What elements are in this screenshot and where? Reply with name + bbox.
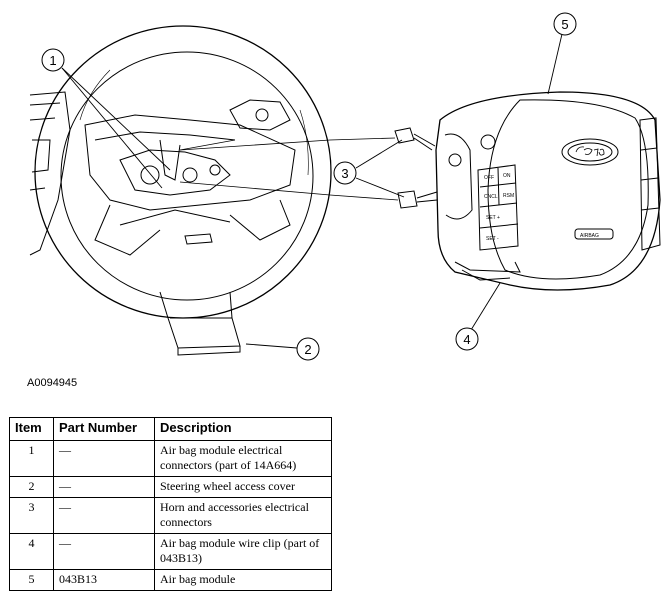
ford-logo [575,146,605,157]
cell-item: 5 [9,569,54,591]
callout-5: 5 [561,17,568,32]
parts-table: Item Part Number Description 1 — Air bag… [9,417,332,591]
exploded-view-diagram: OFF ON CNCL RSM SET + SET - AIRBAG 1 2 3… [29,12,661,361]
cell-item: 1 [9,440,54,477]
table-header-row: Item Part Number Description [9,417,332,441]
connector-lower [397,190,438,209]
button-label-off: OFF [484,175,494,181]
table-row: 3 — Horn and accessories electrical conn… [9,497,332,534]
cell-part-number: 043B13 [53,569,155,591]
cell-part-number: — [53,533,155,570]
button-label-set-minus: SET - [486,236,499,242]
cell-item: 2 [9,476,54,498]
cell-part-number: — [53,476,155,498]
cell-description: Air bag module electrical connectors (pa… [154,440,332,477]
cell-description: Horn and accessories electrical connecto… [154,497,332,534]
callout-5-circle [553,12,577,36]
callout-4-circle [455,327,479,351]
cell-part-number: — [53,497,155,534]
figure-id: A0094945 [27,377,78,389]
dashboard-fragment [29,91,71,256]
table-row: 5 043B13 Air bag module [9,569,332,591]
callout-4: 4 [463,332,470,347]
callout-3-circle [333,161,357,185]
airbag-label: AIRBAG [580,233,599,239]
cell-description: Air bag module wire clip (part of 043B13… [154,533,332,570]
table-row: 4 — Air bag module wire clip (part of 04… [9,533,332,570]
cell-description: Steering wheel access cover [154,476,332,498]
leader-lines [61,33,563,349]
callout-1-circle [41,48,65,72]
button-label-set-plus: SET + [486,215,500,221]
cell-part-number: — [53,440,155,477]
callout-1: 1 [49,53,56,68]
callout-3: 3 [341,166,348,181]
header-description: Description [154,417,332,441]
cell-item: 4 [9,533,54,570]
connector-upper [394,127,436,151]
callout-2-circle [296,337,320,361]
button-label-on: ON [503,173,511,179]
callout-2: 2 [304,342,311,357]
cell-description: Air bag module [154,569,332,591]
button-label-cncl: CNCL [484,194,498,200]
header-part-number: Part Number [53,417,155,441]
table-row: 1 — Air bag module electrical connectors… [9,440,332,477]
button-label-rsm: RSM [503,193,514,199]
table-row: 2 — Steering wheel access cover [9,476,332,498]
airbag-module [435,91,661,291]
steering-wheel [34,25,332,356]
header-item: Item [9,417,54,441]
cell-item: 3 [9,497,54,534]
